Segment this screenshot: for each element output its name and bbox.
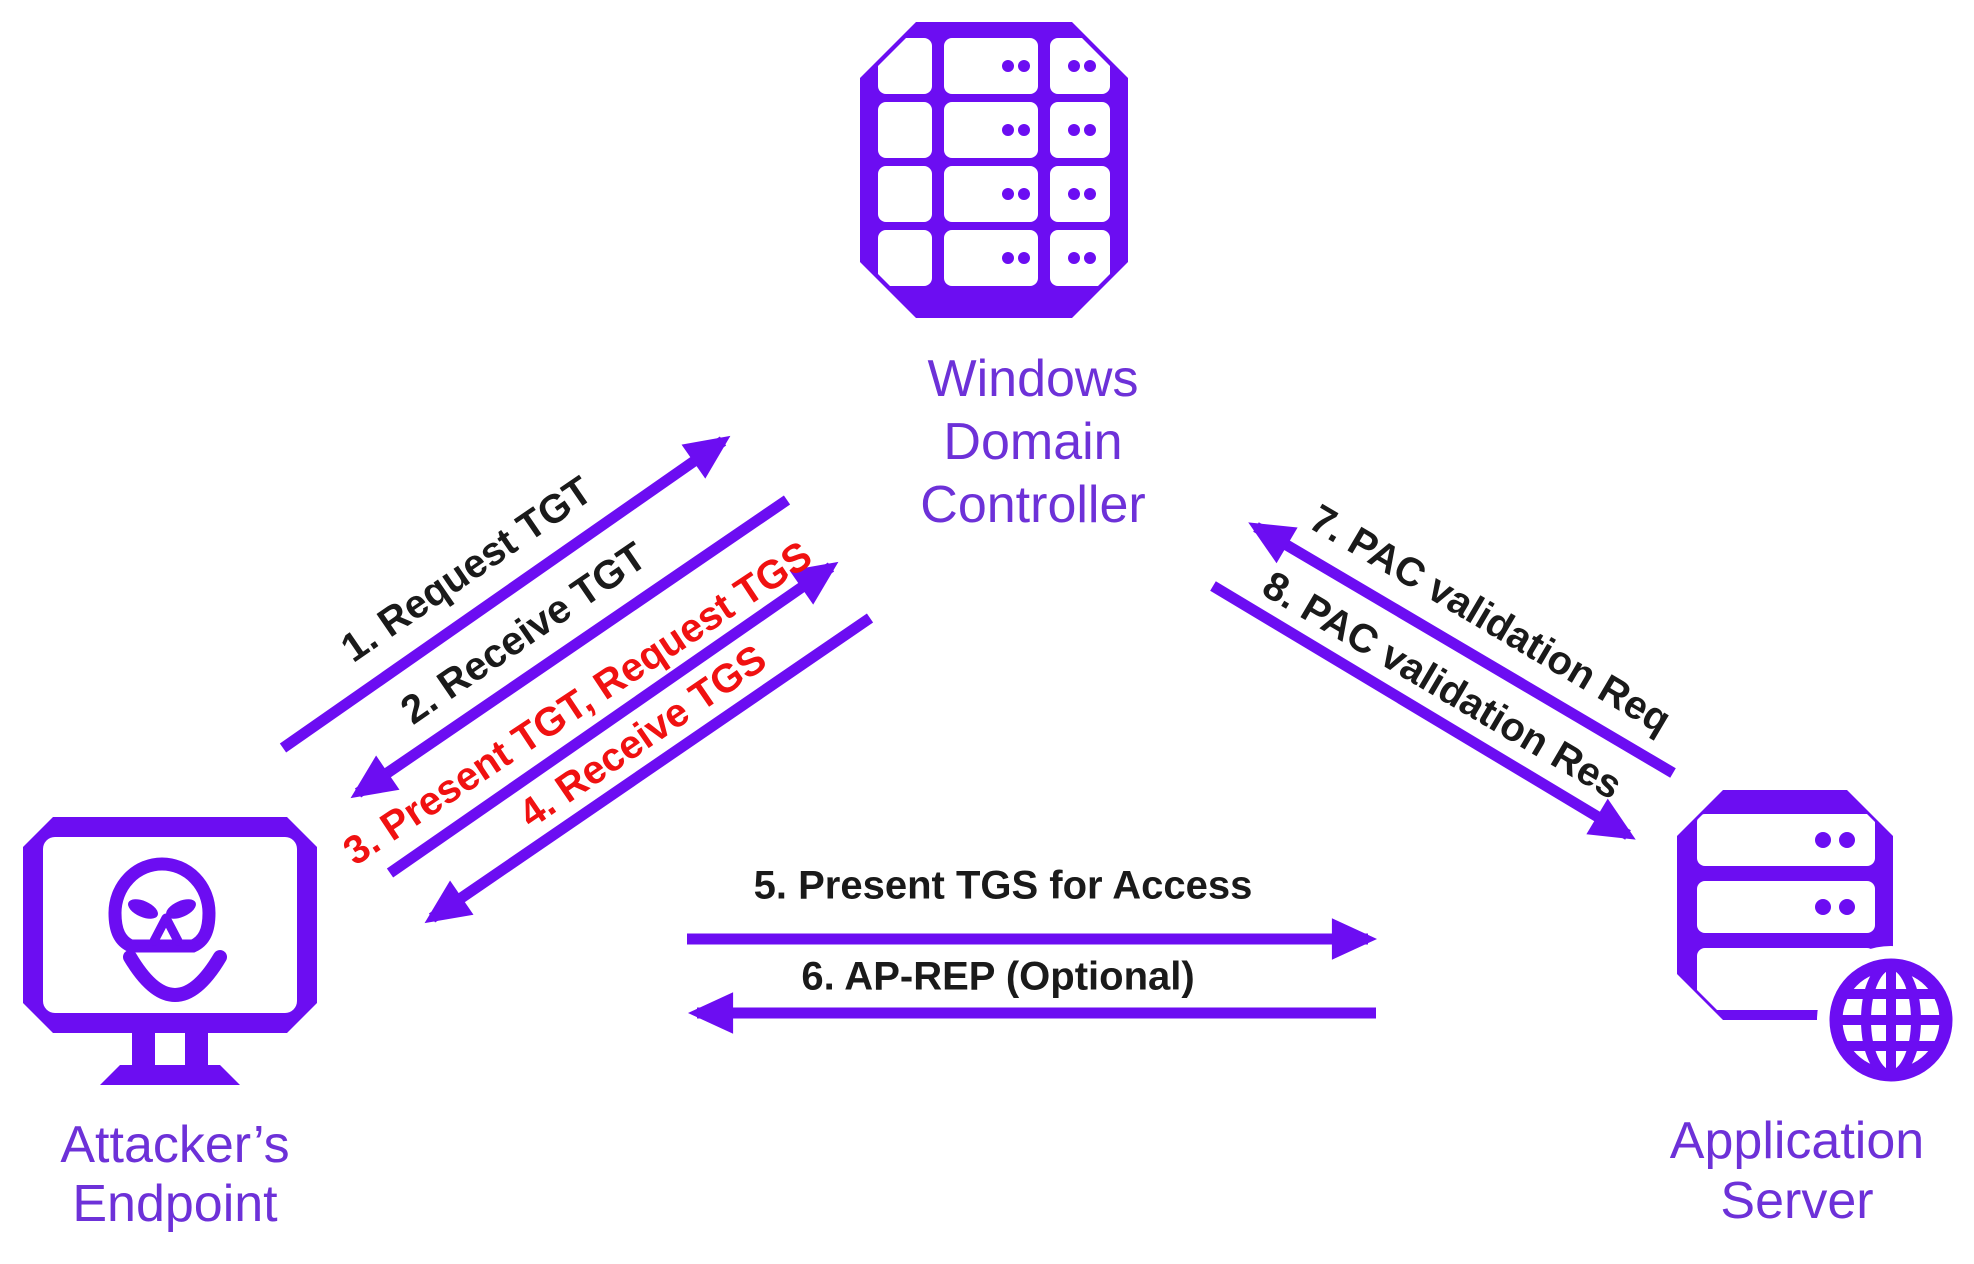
monitor-base bbox=[100, 1065, 240, 1085]
application-server-label-line1: Application bbox=[1669, 1112, 1925, 1170]
application-server-label: Application Server bbox=[1670, 1111, 1924, 1231]
server-rack-icon bbox=[860, 22, 1128, 318]
server-globe-icon bbox=[1677, 790, 1965, 1094]
globe-icon bbox=[1829, 958, 1953, 1082]
attacker-endpoint-label-line1: Attacker’s bbox=[60, 1116, 290, 1174]
arrow-1-request-tgt bbox=[279, 435, 731, 753]
skull-icon bbox=[108, 857, 227, 1002]
domain-controller-label-line3: Controller bbox=[920, 476, 1146, 534]
domain-controller-label-line1: Windows bbox=[927, 350, 1139, 408]
monitor-leg bbox=[185, 1033, 208, 1069]
arrow-3-present-tgt-request-tgs bbox=[386, 561, 839, 878]
skull-monitor-icon bbox=[23, 817, 317, 1085]
monitor-leg bbox=[132, 1033, 155, 1069]
flow-label-5: 5. Present TGS for Access bbox=[753, 863, 1253, 908]
domain-controller-label-line2: Domain bbox=[943, 413, 1123, 471]
application-server-label-line2: Server bbox=[1720, 1172, 1874, 1230]
flow-label-6: 6. AP-REP (Optional) bbox=[801, 954, 1195, 999]
attacker-endpoint-label: Attacker’s Endpoint bbox=[60, 1116, 289, 1234]
arrow-2-receive-tgt bbox=[350, 495, 791, 799]
arrow-4-receive-tgs bbox=[424, 613, 874, 924]
domain-controller-label: Windows Domain Controller bbox=[920, 348, 1145, 537]
arrow-7-pac-validation-req bbox=[1248, 522, 1676, 778]
arrow-8-pac-validation-res bbox=[1210, 581, 1636, 840]
attacker-endpoint-label-line2: Endpoint bbox=[72, 1175, 278, 1233]
